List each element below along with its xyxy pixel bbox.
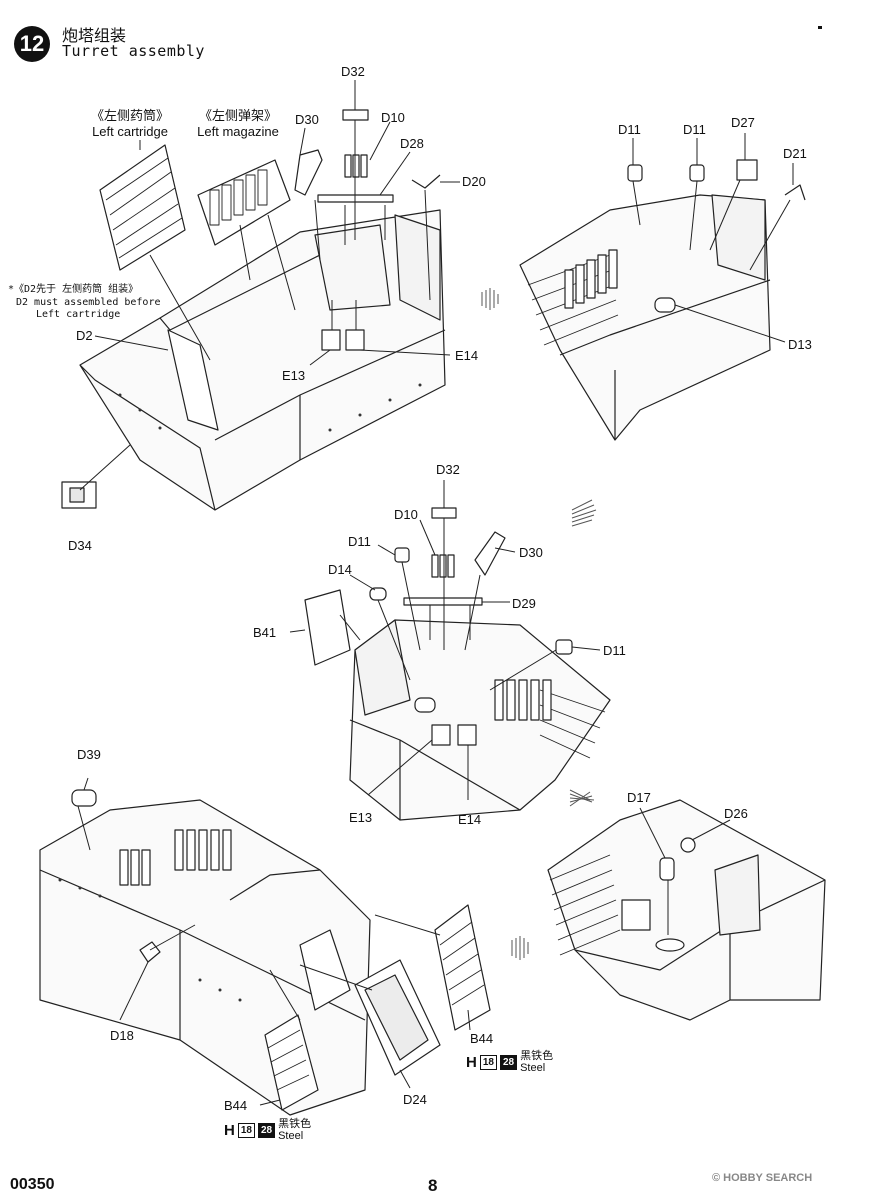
part-d29: D29 <box>512 596 536 611</box>
part-e14-a: E14 <box>455 348 479 363</box>
step-arrow-1 <box>481 288 499 310</box>
part-d27: D27 <box>731 115 755 130</box>
part-b44-b: B44 <box>224 1098 248 1113</box>
left-magazine-label-en: Left magazine <box>197 124 279 139</box>
part-d14: D14 <box>328 562 352 577</box>
paint-name-cn: 黑铁色 <box>520 1050 554 1062</box>
part-d32-c: D32 <box>436 462 460 477</box>
paint-code-1: 18 <box>479 1054 497 1070</box>
paint-callout-b: H 18 28 黑铁色 Steel <box>224 1118 311 1142</box>
turret-diagram-e <box>39 777 491 1116</box>
paint-name-en: Steel <box>520 1062 546 1074</box>
paint-name-cn: 黑铁色 <box>278 1118 312 1130</box>
paint-letter: H <box>224 1121 235 1139</box>
left-cartridge-label-cn: 《左侧药筒》 <box>90 108 169 123</box>
step-arrow-4 <box>511 936 529 960</box>
part-d30-a: D30 <box>295 112 319 127</box>
part-d17: D17 <box>627 790 651 805</box>
part-d32-a: D32 <box>341 64 365 79</box>
paint-name: 黑铁色 Steel <box>278 1118 311 1142</box>
part-e14-c: E14 <box>458 812 482 827</box>
part-d34: D34 <box>68 538 92 553</box>
step-title-cn: 炮塔组装 <box>62 28 127 45</box>
part-e13-a: E13 <box>282 368 306 383</box>
part-d11-b2: D11 <box>683 122 706 137</box>
part-d24: D24 <box>403 1092 427 1107</box>
page-number: 8 <box>428 1176 438 1195</box>
paint-code-2: 28 <box>499 1054 518 1070</box>
paint-name: 黑铁色 Steel <box>520 1050 553 1074</box>
turret-diagram-a <box>61 80 460 511</box>
corner-mark <box>818 26 822 29</box>
paint-code-2: 28 <box>257 1122 276 1138</box>
part-d21: D21 <box>783 146 807 161</box>
paint-name-en: Steel <box>278 1130 304 1142</box>
watermark: © HOBBY SEARCH <box>712 1172 813 1184</box>
left-cartridge-label-en: Left cartridge <box>92 124 168 139</box>
turret-diagram-c <box>289 480 611 821</box>
turret-diagram-b <box>519 133 806 441</box>
assembly-note-cn: *《D2先于 左侧药筒 组装》 <box>8 284 139 295</box>
step-number-badge: 12 <box>14 26 50 62</box>
part-d18: D18 <box>110 1028 134 1043</box>
step-title-en: Turret assembly <box>62 42 205 60</box>
part-d39: D39 <box>77 747 101 762</box>
part-d26: D26 <box>724 806 748 821</box>
turret-diagram-d <box>547 799 826 1021</box>
step-arrow-3 <box>569 789 595 807</box>
part-e13-c: E13 <box>349 810 373 825</box>
product-code: 00350 <box>10 1176 55 1193</box>
part-d2: D2 <box>76 328 93 343</box>
part-d13: D13 <box>788 337 812 352</box>
part-b44-a: B44 <box>470 1031 494 1046</box>
part-d11-c2: D11 <box>603 643 626 658</box>
assembly-note-en-2: Left cartridge <box>36 309 121 320</box>
assembly-note-en-1: D2 must assembled before <box>16 297 161 308</box>
part-d11-c1: D11 <box>348 534 371 549</box>
paint-code-1: 18 <box>237 1122 255 1138</box>
part-d28: D28 <box>400 136 424 151</box>
paint-letter: H <box>466 1053 477 1071</box>
part-d11-b1: D11 <box>618 122 641 137</box>
part-d30-c: D30 <box>519 545 543 560</box>
part-d10-a: D10 <box>381 110 405 125</box>
paint-callout-a: H 18 28 黑铁色 Steel <box>466 1050 553 1074</box>
part-d10-c: D10 <box>394 507 418 522</box>
part-d20: D20 <box>462 174 486 189</box>
left-magazine-label-cn: 《左侧弹架》 <box>198 108 277 123</box>
part-b41: B41 <box>253 625 277 640</box>
step-arrow-2 <box>571 499 597 527</box>
